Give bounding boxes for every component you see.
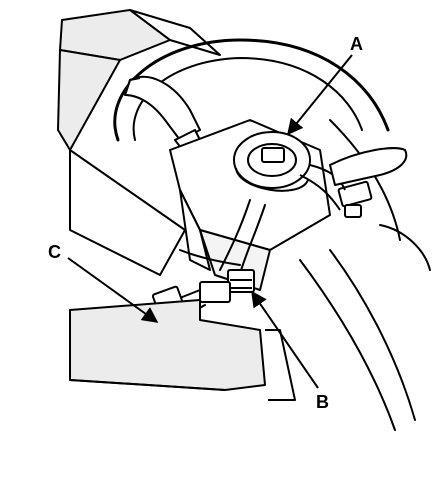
callout-leader-c — [67, 257, 159, 323]
callout-leaders — [67, 54, 353, 389]
lever-stalk-right — [329, 147, 408, 186]
callout-leader-b — [251, 290, 319, 389]
connector-block-b — [199, 269, 255, 303]
dashboard-panel — [57, 9, 221, 276]
callout-label-b: B — [316, 392, 329, 412]
steering-wheel — [113, 38, 431, 431]
callout-label-a: A — [350, 34, 363, 54]
callout-label-c: C — [48, 242, 61, 262]
cable-reel — [233, 131, 311, 192]
callout-leader-a — [286, 54, 353, 136]
lower-dash-panel — [69, 299, 296, 401]
